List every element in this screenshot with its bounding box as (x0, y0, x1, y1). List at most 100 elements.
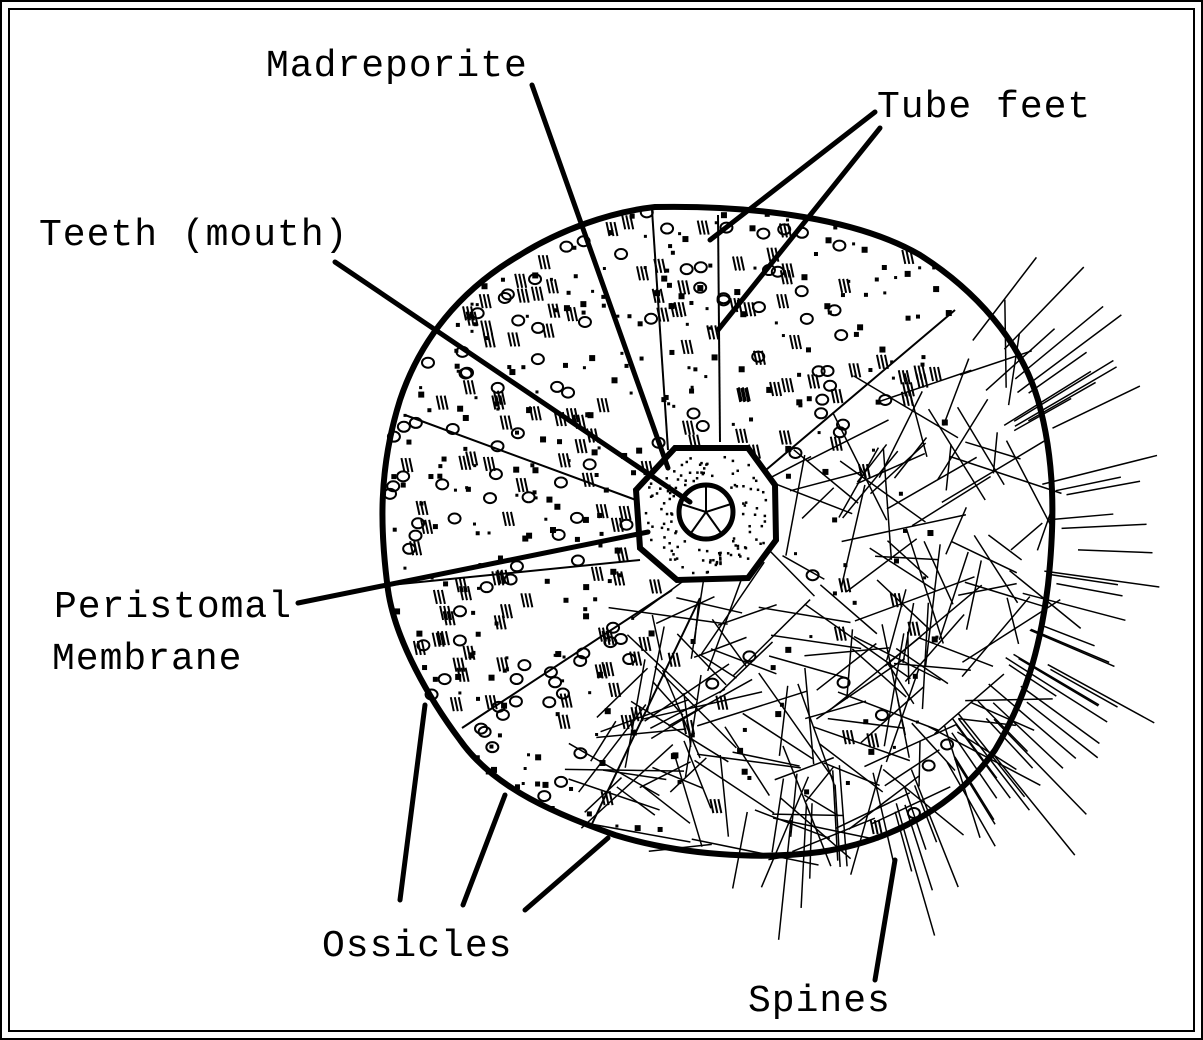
stipple-dot (437, 474, 442, 479)
peristome-dot (755, 480, 758, 483)
stipple-dot (597, 672, 603, 678)
spine (1050, 669, 1117, 707)
peristome-dot (762, 491, 765, 494)
stipple-dot (883, 291, 886, 294)
spine (708, 576, 743, 671)
stipple-dot (638, 321, 643, 326)
peristome-dot (676, 557, 679, 560)
stipple-dot (567, 291, 571, 295)
spine (894, 664, 971, 671)
stipple-dot (854, 332, 859, 337)
stipple-dot (706, 307, 709, 310)
spine (894, 437, 926, 478)
ossicle-ring (923, 761, 935, 771)
ossicle-ring (562, 388, 574, 398)
stipple-dot (672, 752, 678, 758)
ossicle-ring (615, 249, 627, 259)
peristome-dot (702, 559, 705, 562)
stipple-dot (524, 767, 527, 770)
stipple-dot (593, 597, 597, 601)
stipple-dot (569, 787, 573, 791)
stipple-dot (598, 446, 601, 449)
spine (861, 687, 923, 743)
spine (676, 758, 702, 846)
stipple-dot (620, 352, 623, 355)
stipple-dot (463, 415, 469, 421)
spine (833, 412, 887, 520)
ossicle-ring (572, 556, 584, 566)
tube-foot (790, 335, 801, 349)
stipple-dot (457, 406, 463, 412)
stipple-dot (458, 691, 461, 694)
peristome-dot (686, 461, 689, 464)
stipple-dot (826, 237, 832, 243)
stipple-dot (644, 235, 647, 238)
peristome-dot (747, 464, 750, 467)
stipple-dot (585, 412, 590, 417)
tube-foot (899, 370, 910, 384)
spine (720, 755, 728, 837)
stipple-dot (669, 303, 675, 309)
peristome-dot (742, 513, 745, 516)
peristome-dot (757, 489, 760, 492)
peristome-dot (749, 531, 752, 534)
spine (978, 701, 1028, 751)
stipple-dot (893, 746, 896, 749)
peristome-dot (764, 515, 767, 518)
spine (1011, 523, 1042, 550)
spine (853, 376, 958, 438)
stipple-dot (489, 675, 495, 681)
ossicle-ring (579, 317, 591, 327)
ossicles-pointer-c (525, 838, 608, 910)
stipple-dot (583, 607, 587, 611)
spines (565, 257, 1159, 939)
spine (603, 770, 666, 779)
peristome-dot (648, 486, 651, 489)
peristome-dot (650, 539, 653, 542)
peristome-dot (750, 488, 753, 491)
stipple-dot (846, 781, 850, 785)
ossicle-ring (813, 366, 825, 376)
spine (958, 407, 1005, 484)
stipple-dot (495, 621, 499, 625)
peristome-dot (711, 475, 714, 478)
tube-foot (609, 683, 620, 697)
spine (824, 763, 880, 786)
stipple-dot (721, 212, 727, 218)
tube-foot (777, 294, 788, 308)
stipple-dot (872, 449, 875, 452)
stipple-dot (923, 576, 926, 579)
stipple-dot (636, 448, 642, 454)
tube-foot (650, 579, 661, 593)
stipple-dot (631, 470, 636, 475)
ossicle-ring (511, 561, 523, 571)
spine (1062, 524, 1147, 528)
peristome-dot (762, 542, 765, 545)
stipple-dot (544, 518, 547, 521)
stipple-dot (933, 286, 939, 292)
stipple-dot (443, 581, 448, 586)
stipple-dot (513, 467, 519, 473)
spine (870, 443, 925, 494)
stipple-dot (526, 407, 532, 413)
ossicle-ring (397, 471, 409, 481)
ossicle-ring (757, 229, 769, 239)
stipple-dot (689, 389, 694, 394)
spine (694, 637, 746, 657)
peristome-dot (732, 460, 735, 463)
stipple-dot (852, 242, 855, 245)
peristome-dot (716, 562, 719, 565)
spine (798, 684, 834, 785)
stipple-dot (535, 754, 541, 760)
stipple-dot (471, 303, 474, 306)
peristome-dot (747, 557, 750, 560)
spine (1021, 686, 1100, 743)
stipple-dot (894, 558, 899, 563)
stipple-dot (455, 364, 460, 369)
stipple-dot (476, 531, 480, 535)
stipple-dot (489, 745, 493, 749)
spine (609, 608, 728, 624)
stipple-dot (786, 218, 789, 221)
spine (627, 635, 696, 700)
tube-foot (733, 257, 744, 271)
